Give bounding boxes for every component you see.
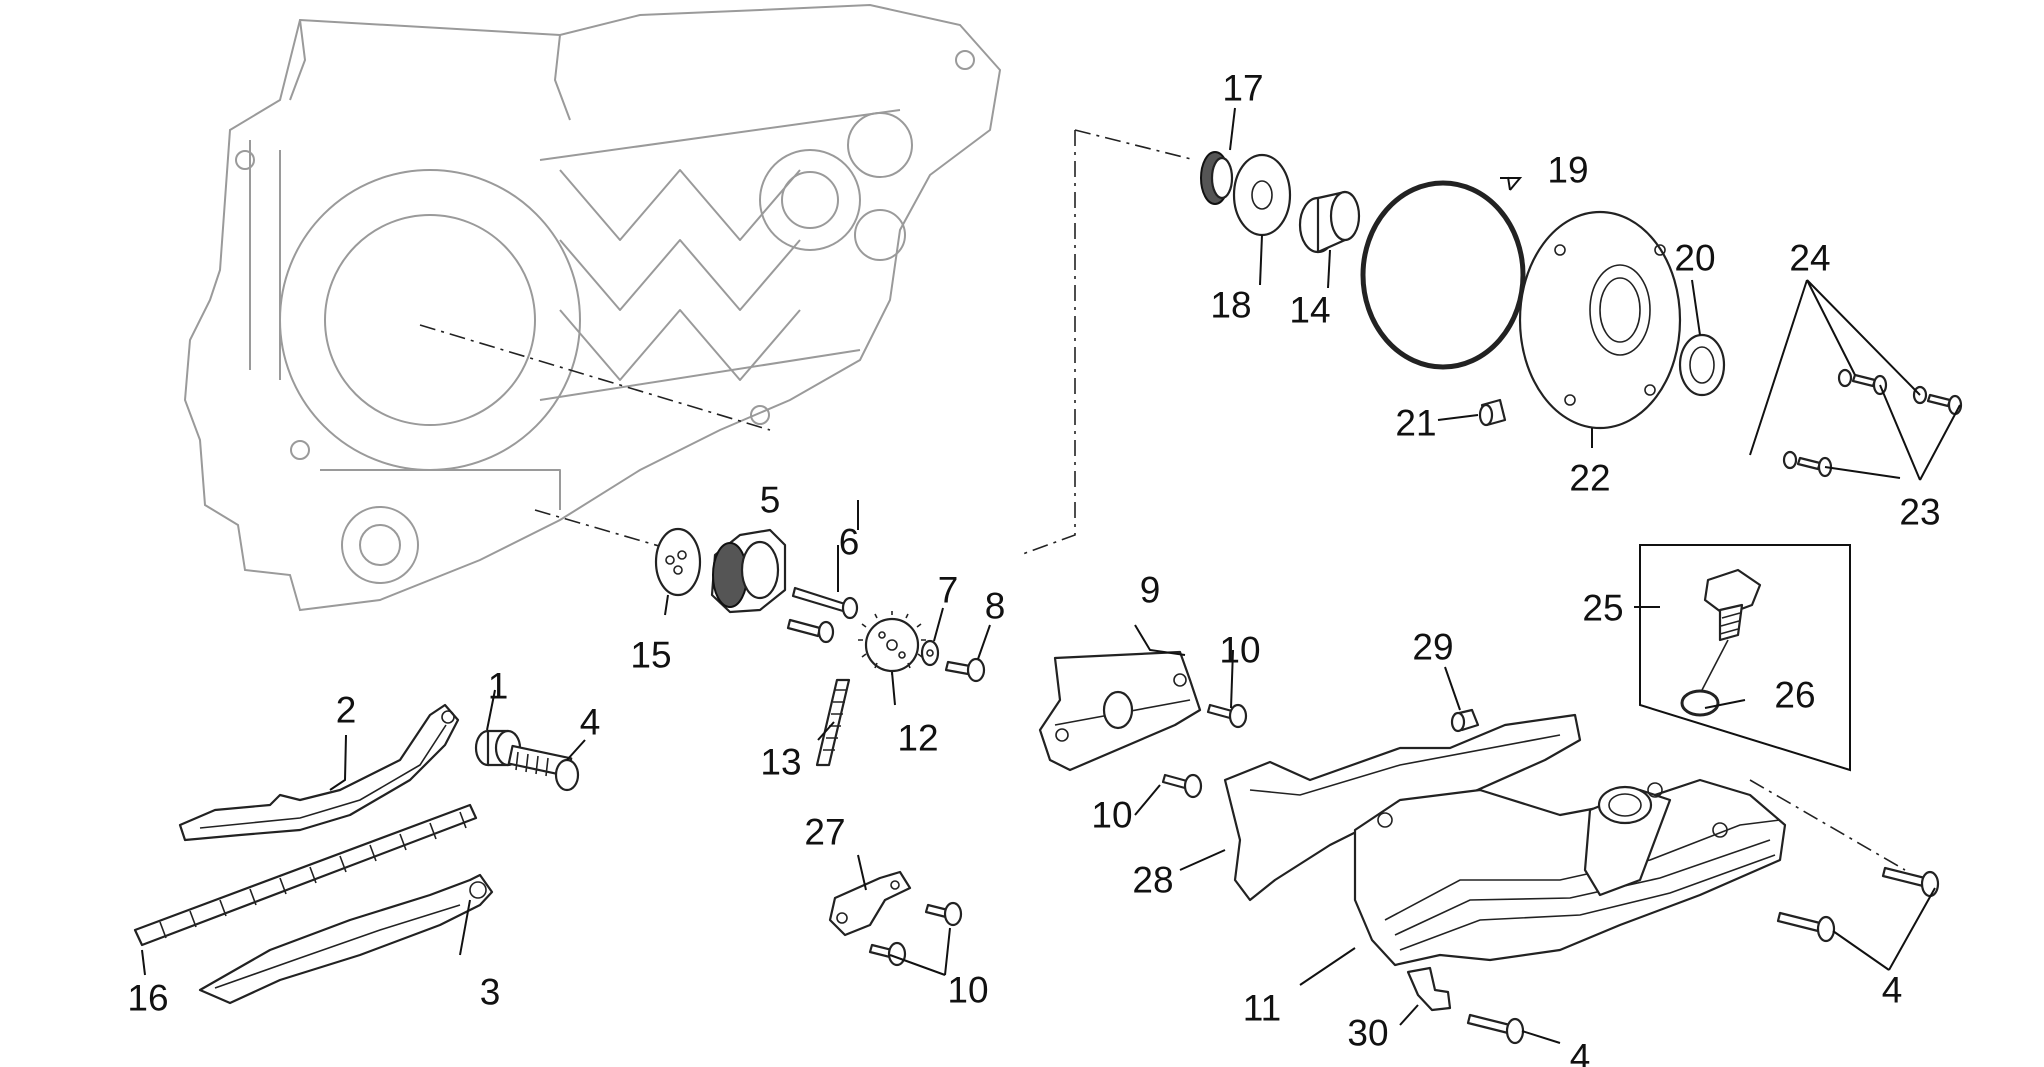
callout-11: 11: [1243, 988, 1281, 1029]
bolt-10-upper: [1206, 703, 1248, 729]
callout-25: 25: [1582, 588, 1623, 629]
callout-19: 19: [1547, 150, 1588, 191]
callout-22: 22: [1569, 458, 1610, 499]
pump-cover: [1518, 210, 1682, 430]
dowel-pin: [1478, 398, 1507, 427]
bolt-10-lower-a: [924, 901, 963, 927]
dipstick-kit-box: [1639, 544, 1851, 772]
callout-15: 15: [630, 635, 671, 676]
pump-screw: [786, 586, 859, 644]
oil-sump: [1353, 778, 1787, 967]
oil-separator-plate: [1038, 650, 1202, 772]
thrust-washer: [1232, 153, 1292, 237]
callout-4: 4: [1882, 970, 1903, 1011]
crankcase-half: [183, 3, 1002, 612]
chain-guide: [198, 873, 494, 1005]
callout-28: 28: [1132, 860, 1173, 901]
cover-screw: [1837, 368, 1888, 396]
oil-pump: [710, 528, 787, 614]
callout-18: 18: [1210, 285, 1251, 326]
callout-16: 16: [127, 978, 168, 1019]
washer: [920, 639, 940, 667]
callout-23: 23: [1899, 492, 1940, 533]
oil-pump-gasket: [654, 527, 702, 597]
callout-7: 7: [938, 570, 959, 611]
cover-screw: [1782, 450, 1833, 478]
callout-4: 4: [1570, 1037, 1591, 1067]
sump-bolt-upper: [1881, 866, 1940, 898]
callout-10: 10: [1219, 630, 1260, 671]
oil-seal-small: [1678, 333, 1726, 397]
assembly-axis-line: [419, 129, 1196, 556]
bolt: [507, 744, 580, 792]
chain-tensioner-shoe: [178, 703, 460, 842]
bracket: [828, 870, 912, 937]
callout-6: 6: [839, 522, 860, 563]
bolt-10-middle: [1161, 773, 1203, 799]
bolt-10-lower-b: [868, 941, 907, 967]
callout-10: 10: [1091, 795, 1132, 836]
callout-29: 29: [1412, 627, 1453, 668]
callout-2: 2: [336, 690, 357, 731]
plug: [1450, 708, 1480, 733]
callout-14: 14: [1289, 290, 1330, 331]
callout-10: 10: [947, 970, 988, 1011]
sprocket-screw: [944, 657, 986, 683]
callout-5: 5: [760, 480, 781, 521]
dipstick-o-ring: [1680, 689, 1720, 717]
callout-1: 1: [488, 666, 509, 707]
leader-lines: [141, 107, 1961, 1044]
callout-20: 20: [1674, 238, 1715, 279]
callout-26: 26: [1774, 675, 1815, 716]
callout-13: 13: [760, 742, 801, 783]
timing-chain: [133, 803, 478, 947]
clip-bracket: [1406, 966, 1452, 1012]
oil-pump-sprocket: [858, 611, 926, 675]
callout-12: 12: [897, 718, 938, 759]
o-ring-large: [1360, 180, 1526, 370]
pump-drive-gear: [1200, 151, 1234, 205]
callout-27: 27: [804, 812, 845, 853]
callout-4: 4: [580, 702, 601, 743]
callout-21: 21: [1395, 403, 1436, 444]
sump-bolt-middle: [1776, 911, 1836, 943]
callout-17: 17: [1222, 68, 1263, 109]
callout-30: 30: [1347, 1013, 1388, 1054]
oil-dipstick: [1701, 568, 1762, 691]
sump-bolt-lower: [1466, 1013, 1525, 1045]
oil-seal: [1298, 190, 1361, 254]
callout-24: 24: [1789, 238, 1830, 279]
cover-screw: [1912, 385, 1963, 416]
callout-3: 3: [480, 972, 501, 1013]
callout-labels: 1 2 3 4 4 4 5 6 7 8 9 10 10 10 11 12 13 …: [127, 68, 1940, 1067]
callout-9: 9: [1140, 570, 1161, 611]
callout-8: 8: [985, 586, 1006, 627]
